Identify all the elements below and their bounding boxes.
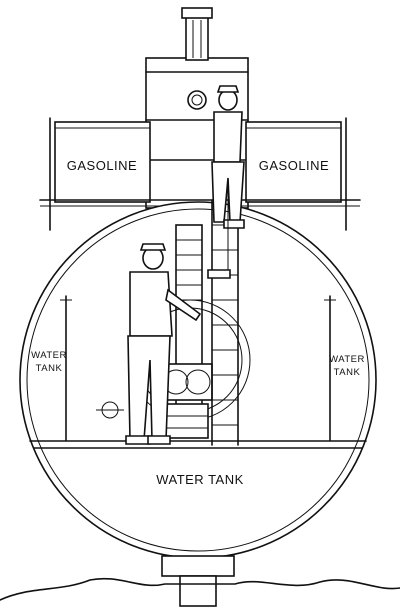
label-water-tank-left-line2: TANK xyxy=(36,363,63,374)
label-gasoline-right: GASOLINE xyxy=(259,158,329,173)
porthole-icon xyxy=(187,90,207,110)
label-water-tank-bottom: WATER TANK xyxy=(156,472,244,487)
crewman-lower-figure xyxy=(125,243,202,445)
floor-deck xyxy=(29,440,367,449)
label-water-tank-right-line1: WATER xyxy=(329,354,365,365)
periscope xyxy=(181,7,213,61)
gasoline-tank-left xyxy=(54,121,151,203)
label-water-tank-left-line1: WATER xyxy=(31,350,67,361)
label-water-tank-right-line2: TANK xyxy=(334,367,361,378)
gasoline-tank-right xyxy=(245,121,342,203)
label-gasoline-left: GASOLINE xyxy=(67,158,137,173)
crewman-upper-figure xyxy=(207,85,245,279)
keel xyxy=(161,555,235,607)
seabed-line xyxy=(0,577,400,601)
